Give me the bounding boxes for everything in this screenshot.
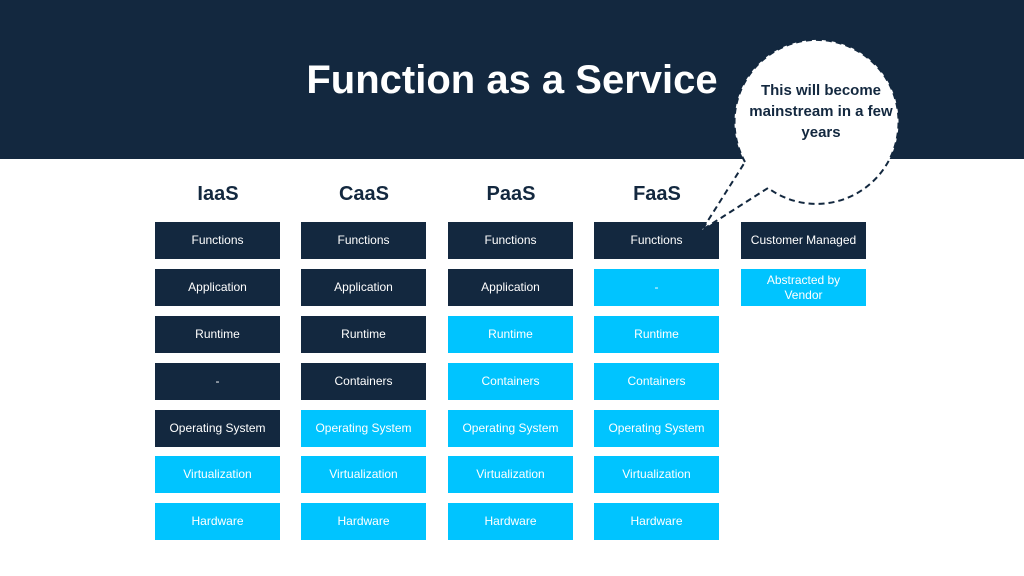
iaas-functions-cell: Functions [155,222,280,259]
faas-functions-cell: Functions [594,222,719,259]
faas-runtime-cell: Runtime [594,316,719,353]
paas-runtime-cell: Runtime [448,316,573,353]
iaas-application-cell: Application [155,269,280,306]
iaas-hardware-cell: Hardware [155,503,280,540]
caas-containers-cell: Containers [301,363,426,400]
faas-os-cell: Operating System [594,410,719,447]
page-title: Function as a Service [306,58,718,102]
column-header-faas: FaaS [633,183,681,205]
caas-os-cell: Operating System [301,410,426,447]
caas-hardware-cell: Hardware [301,503,426,540]
paas-os-cell: Operating System [448,410,573,447]
caas-virtualization-cell: Virtualization [301,456,426,493]
caas-application-cell: Application [301,269,426,306]
paas-virtualization-cell: Virtualization [448,456,573,493]
column-header-caas: CaaS [338,183,390,205]
iaas-runtime-cell: Runtime [155,316,280,353]
caas-runtime-cell: Runtime [301,316,426,353]
iaas-containers-cell: - [155,363,280,400]
iaas-os-cell: Operating System [155,410,280,447]
faas-application-cell: - [594,269,719,306]
faas-virtualization-cell: Virtualization [594,456,719,493]
faas-containers-cell: Containers [594,363,719,400]
column-header-iaas: IaaS [197,183,239,205]
column-header-paas: PaaS [486,183,536,205]
paas-functions-cell: Functions [448,222,573,259]
caas-functions-cell: Functions [301,222,426,259]
legend-abstracted-by-vendor: Abstracted by Vendor [741,269,866,306]
iaas-virtualization-cell: Virtualization [155,456,280,493]
faas-hardware-cell: Hardware [594,503,719,540]
paas-containers-cell: Containers [448,363,573,400]
paas-hardware-cell: Hardware [448,503,573,540]
paas-application-cell: Application [448,269,573,306]
legend-customer-managed: Customer Managed [741,222,866,259]
callout-text: This will become mainstream in a few yea… [749,82,893,141]
